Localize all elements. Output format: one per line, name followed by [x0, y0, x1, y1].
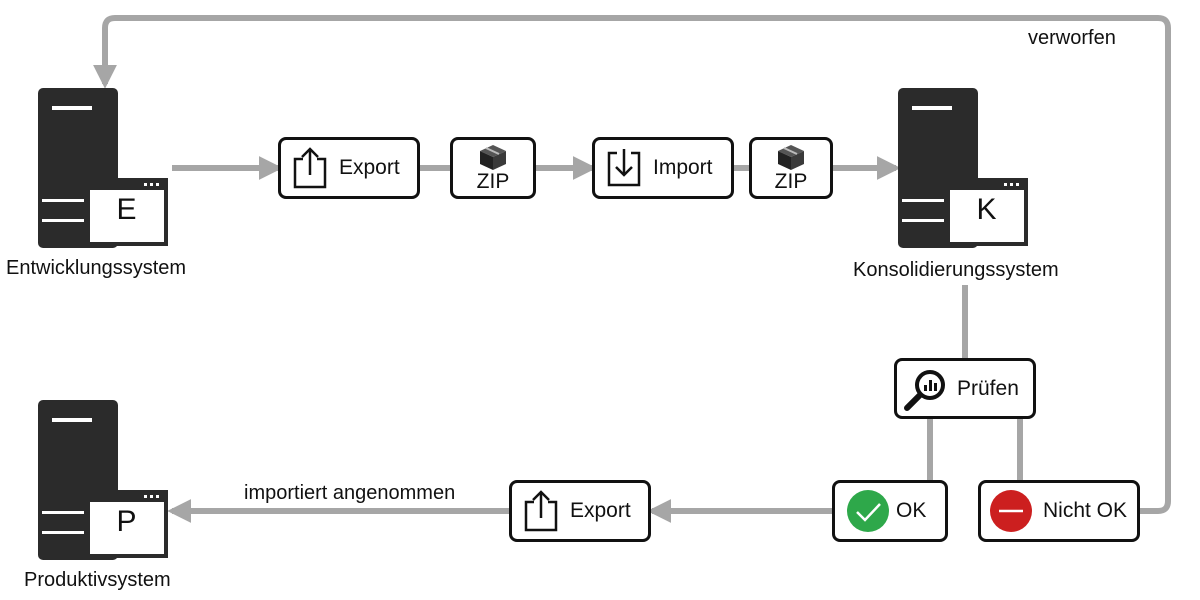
export-step-top-label: Export	[339, 156, 400, 179]
server-icon	[38, 400, 168, 560]
ok-result-label: OK	[896, 499, 927, 522]
prod-system-letter: P	[116, 505, 137, 538]
package-box-icon	[778, 145, 804, 170]
ok-result: OK	[832, 480, 948, 542]
export-icon	[293, 147, 327, 189]
dev-system-letter: E	[116, 193, 137, 226]
stop-minus-circle-icon	[990, 490, 1032, 532]
import-icon	[607, 149, 641, 187]
check-step-label: Prüfen	[957, 376, 1019, 400]
notok-result: Nicht OK	[978, 480, 1140, 542]
zip-package-2-label: ZIP	[774, 170, 808, 193]
prod-system-server: P	[38, 400, 168, 560]
export-step-top: Export	[278, 137, 420, 199]
magnifier-icon	[904, 369, 945, 411]
cons-system-letter: K	[976, 193, 997, 226]
checkmark-circle-icon	[847, 490, 889, 532]
rejected-loop	[93, 15, 1171, 514]
package-box-icon	[480, 145, 506, 170]
zip-package-1: ZIP	[450, 137, 536, 199]
zip-package-1-label: ZIP	[476, 170, 510, 193]
cons-system-server: K	[898, 88, 1028, 248]
dev-system-label: Entwicklungssystem	[6, 257, 187, 279]
edge-label-rejected: verworfen	[1028, 27, 1116, 49]
server-icon	[38, 88, 168, 248]
prod-system-label: Produktivsystem	[24, 569, 171, 591]
import-step: Import	[592, 137, 734, 199]
dev-system-server: E	[38, 88, 168, 248]
zip-package-2: ZIP	[749, 137, 833, 199]
cons-system-label: Konsolidierungssystem	[853, 259, 1059, 281]
import-step-label: Import	[653, 156, 713, 179]
export-step-bottom-label: Export	[570, 499, 631, 522]
notok-result-label: Nicht OK	[1043, 499, 1128, 522]
check-step: Prüfen	[894, 358, 1036, 419]
server-icon	[898, 88, 1028, 248]
export-step-bottom: Export	[509, 480, 651, 542]
export-icon	[524, 490, 558, 532]
edge-label-accepted: importiert angenommen	[244, 482, 456, 504]
